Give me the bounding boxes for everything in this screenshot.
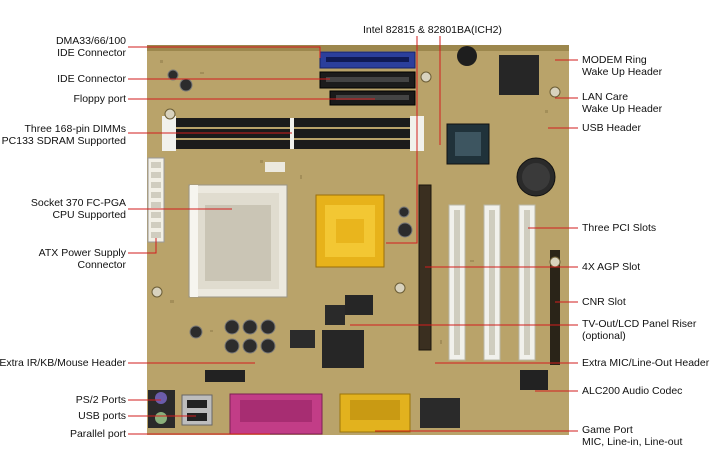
- label-floppy-port: Floppy port: [73, 93, 126, 105]
- label-extra-mic-header: Extra MIC/Line-Out Header: [582, 357, 709, 369]
- chip-small-3: [205, 370, 245, 382]
- leader-intel-chipset-mch: [386, 36, 418, 244]
- label-ide-connector-dma-line-1: IDE Connector: [57, 47, 126, 59]
- leader-atx-power: [128, 238, 157, 254]
- label-usb-header: USB Header: [582, 122, 641, 134]
- label-dimm-slots-line-0: Three 168-pin DIMMs: [24, 123, 126, 135]
- label-cnr-slot-line-0: CNR Slot: [582, 296, 626, 308]
- label-extra-ir-header-line-0: Extra IR/KB/Mouse Header: [0, 357, 126, 369]
- label-extra-ir-header: Extra IR/KB/Mouse Header: [0, 357, 126, 369]
- label-ide-connector: IDE Connector: [57, 73, 126, 85]
- speaker: [457, 46, 477, 66]
- label-agp-slot: 4X AGP Slot: [582, 261, 640, 273]
- audio-jacks: [420, 398, 460, 428]
- label-lan-care-header-line-0: LAN Care: [582, 91, 629, 103]
- label-ps2-ports-line-0: PS/2 Ports: [75, 394, 126, 406]
- label-usb-header-line-0: USB Header: [582, 122, 641, 134]
- riser-header: [325, 305, 345, 325]
- label-extra-mic-header-line-0: Extra MIC/Line-Out Header: [582, 357, 710, 369]
- label-dimm-slots-line-1: PC133 SDRAM Supported: [1, 135, 126, 147]
- label-tv-out-riser-line-1: (optional): [582, 330, 626, 342]
- chip-small-1: [345, 295, 373, 315]
- label-game-port-line-0: Game Port: [582, 424, 633, 436]
- label-pci-slots: Three PCI Slots: [582, 222, 656, 234]
- label-cpu-socket-line-0: Socket 370 FC-PGA: [30, 197, 126, 209]
- chip-small-2: [290, 330, 315, 348]
- mounting-holes: [151, 71, 561, 298]
- pci-slots-group: [448, 204, 536, 361]
- label-audio-codec-line-0: ALC200 Audio Codec: [582, 385, 683, 397]
- label-ide-connector-dma-line-0: DMA33/66/100: [55, 35, 126, 47]
- label-agp-slot-line-0: 4X AGP Slot: [582, 261, 641, 273]
- audio-codec-chip: [520, 370, 548, 390]
- cnr-slot: [550, 250, 560, 365]
- leader-ide-connector-dma: [128, 46, 321, 58]
- label-tv-out-riser-line-0: TV-Out/LCD Panel Riser: [582, 318, 697, 330]
- label-floppy-port-line-0: Floppy port: [73, 93, 126, 105]
- label-audio-codec: ALC200 Audio Codec: [582, 385, 682, 397]
- label-lan-care-header-line-1: Wake Up Header: [582, 103, 663, 115]
- label-atx-power-line-1: Connector: [77, 259, 126, 271]
- cpu-socket-group: [188, 162, 288, 298]
- label-cpu-socket-line-1: CPU Supported: [52, 209, 126, 221]
- label-ps2-ports: PS/2 Ports: [76, 394, 126, 406]
- label-tv-out-riser: TV-Out/LCD Panel Riser(optional): [582, 318, 696, 342]
- northbridge-heatsink: [315, 194, 385, 268]
- pcb-top-edge: [147, 45, 569, 51]
- label-pci-slots-line-0: Three PCI Slots: [582, 222, 657, 234]
- label-cnr-slot: CNR Slot: [582, 296, 626, 308]
- label-usb-ports-line-0: USB ports: [78, 410, 126, 422]
- bios-chip: [499, 55, 539, 95]
- top-label-intel-chipset: Intel 82815 & 82801BA(ICH2): [363, 24, 502, 36]
- label-ide-connector-line-0: IDE Connector: [57, 73, 126, 85]
- label-atx-power-line-0: ATX Power Supply: [38, 247, 126, 259]
- label-parallel-port-line-0: Parallel port: [69, 428, 126, 440]
- capacitors: [167, 69, 413, 354]
- label-modem-ring-header-line-1: Wake Up Header: [582, 66, 663, 78]
- label-modem-ring-header-line-0: MODEM Ring: [582, 54, 647, 66]
- super-io-chip: [322, 330, 364, 368]
- label-usb-ports: USB ports: [78, 410, 126, 422]
- label-parallel-port: Parallel port: [70, 428, 126, 440]
- label-game-port-line-1: MIC, Line-in, Line-out: [582, 436, 683, 448]
